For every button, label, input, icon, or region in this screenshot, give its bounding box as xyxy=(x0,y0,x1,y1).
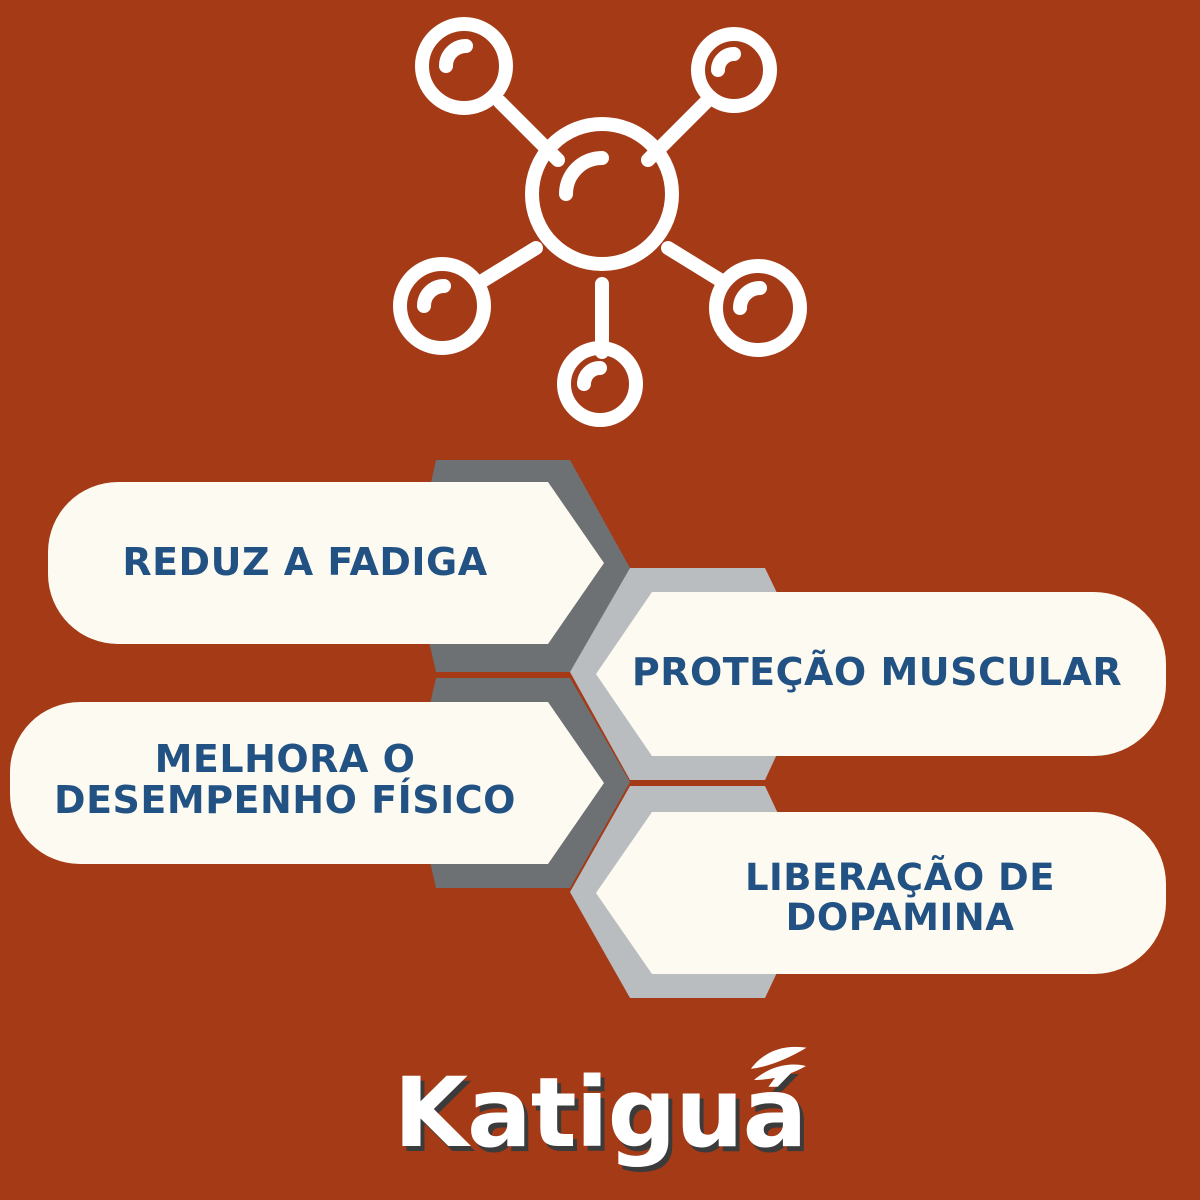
brand-name: Katiguá xyxy=(393,1057,808,1169)
molecule-icon xyxy=(393,17,807,427)
benefits-graphic xyxy=(10,460,1166,998)
benefit-label-desempenho: MELHORA O DESEMPENHO FÍSICO xyxy=(54,736,516,822)
leaf-icon xyxy=(749,1046,809,1080)
card-melhora-desempenho xyxy=(10,702,604,864)
card-reduz-a-fadiga xyxy=(48,482,604,644)
card-liberacao-dopamina xyxy=(596,812,1166,974)
benefit-label-fadiga: REDUZ A FADIGA xyxy=(122,540,488,585)
benefit-label-protecao: PROTEÇÃO MUSCULAR xyxy=(631,650,1123,695)
brand-logo: Katiguá xyxy=(0,1048,1200,1178)
benefit-label-dopamina: LIBERAÇÃO DE DOPAMINA xyxy=(744,856,1056,939)
card-protecao-muscular xyxy=(596,592,1166,756)
